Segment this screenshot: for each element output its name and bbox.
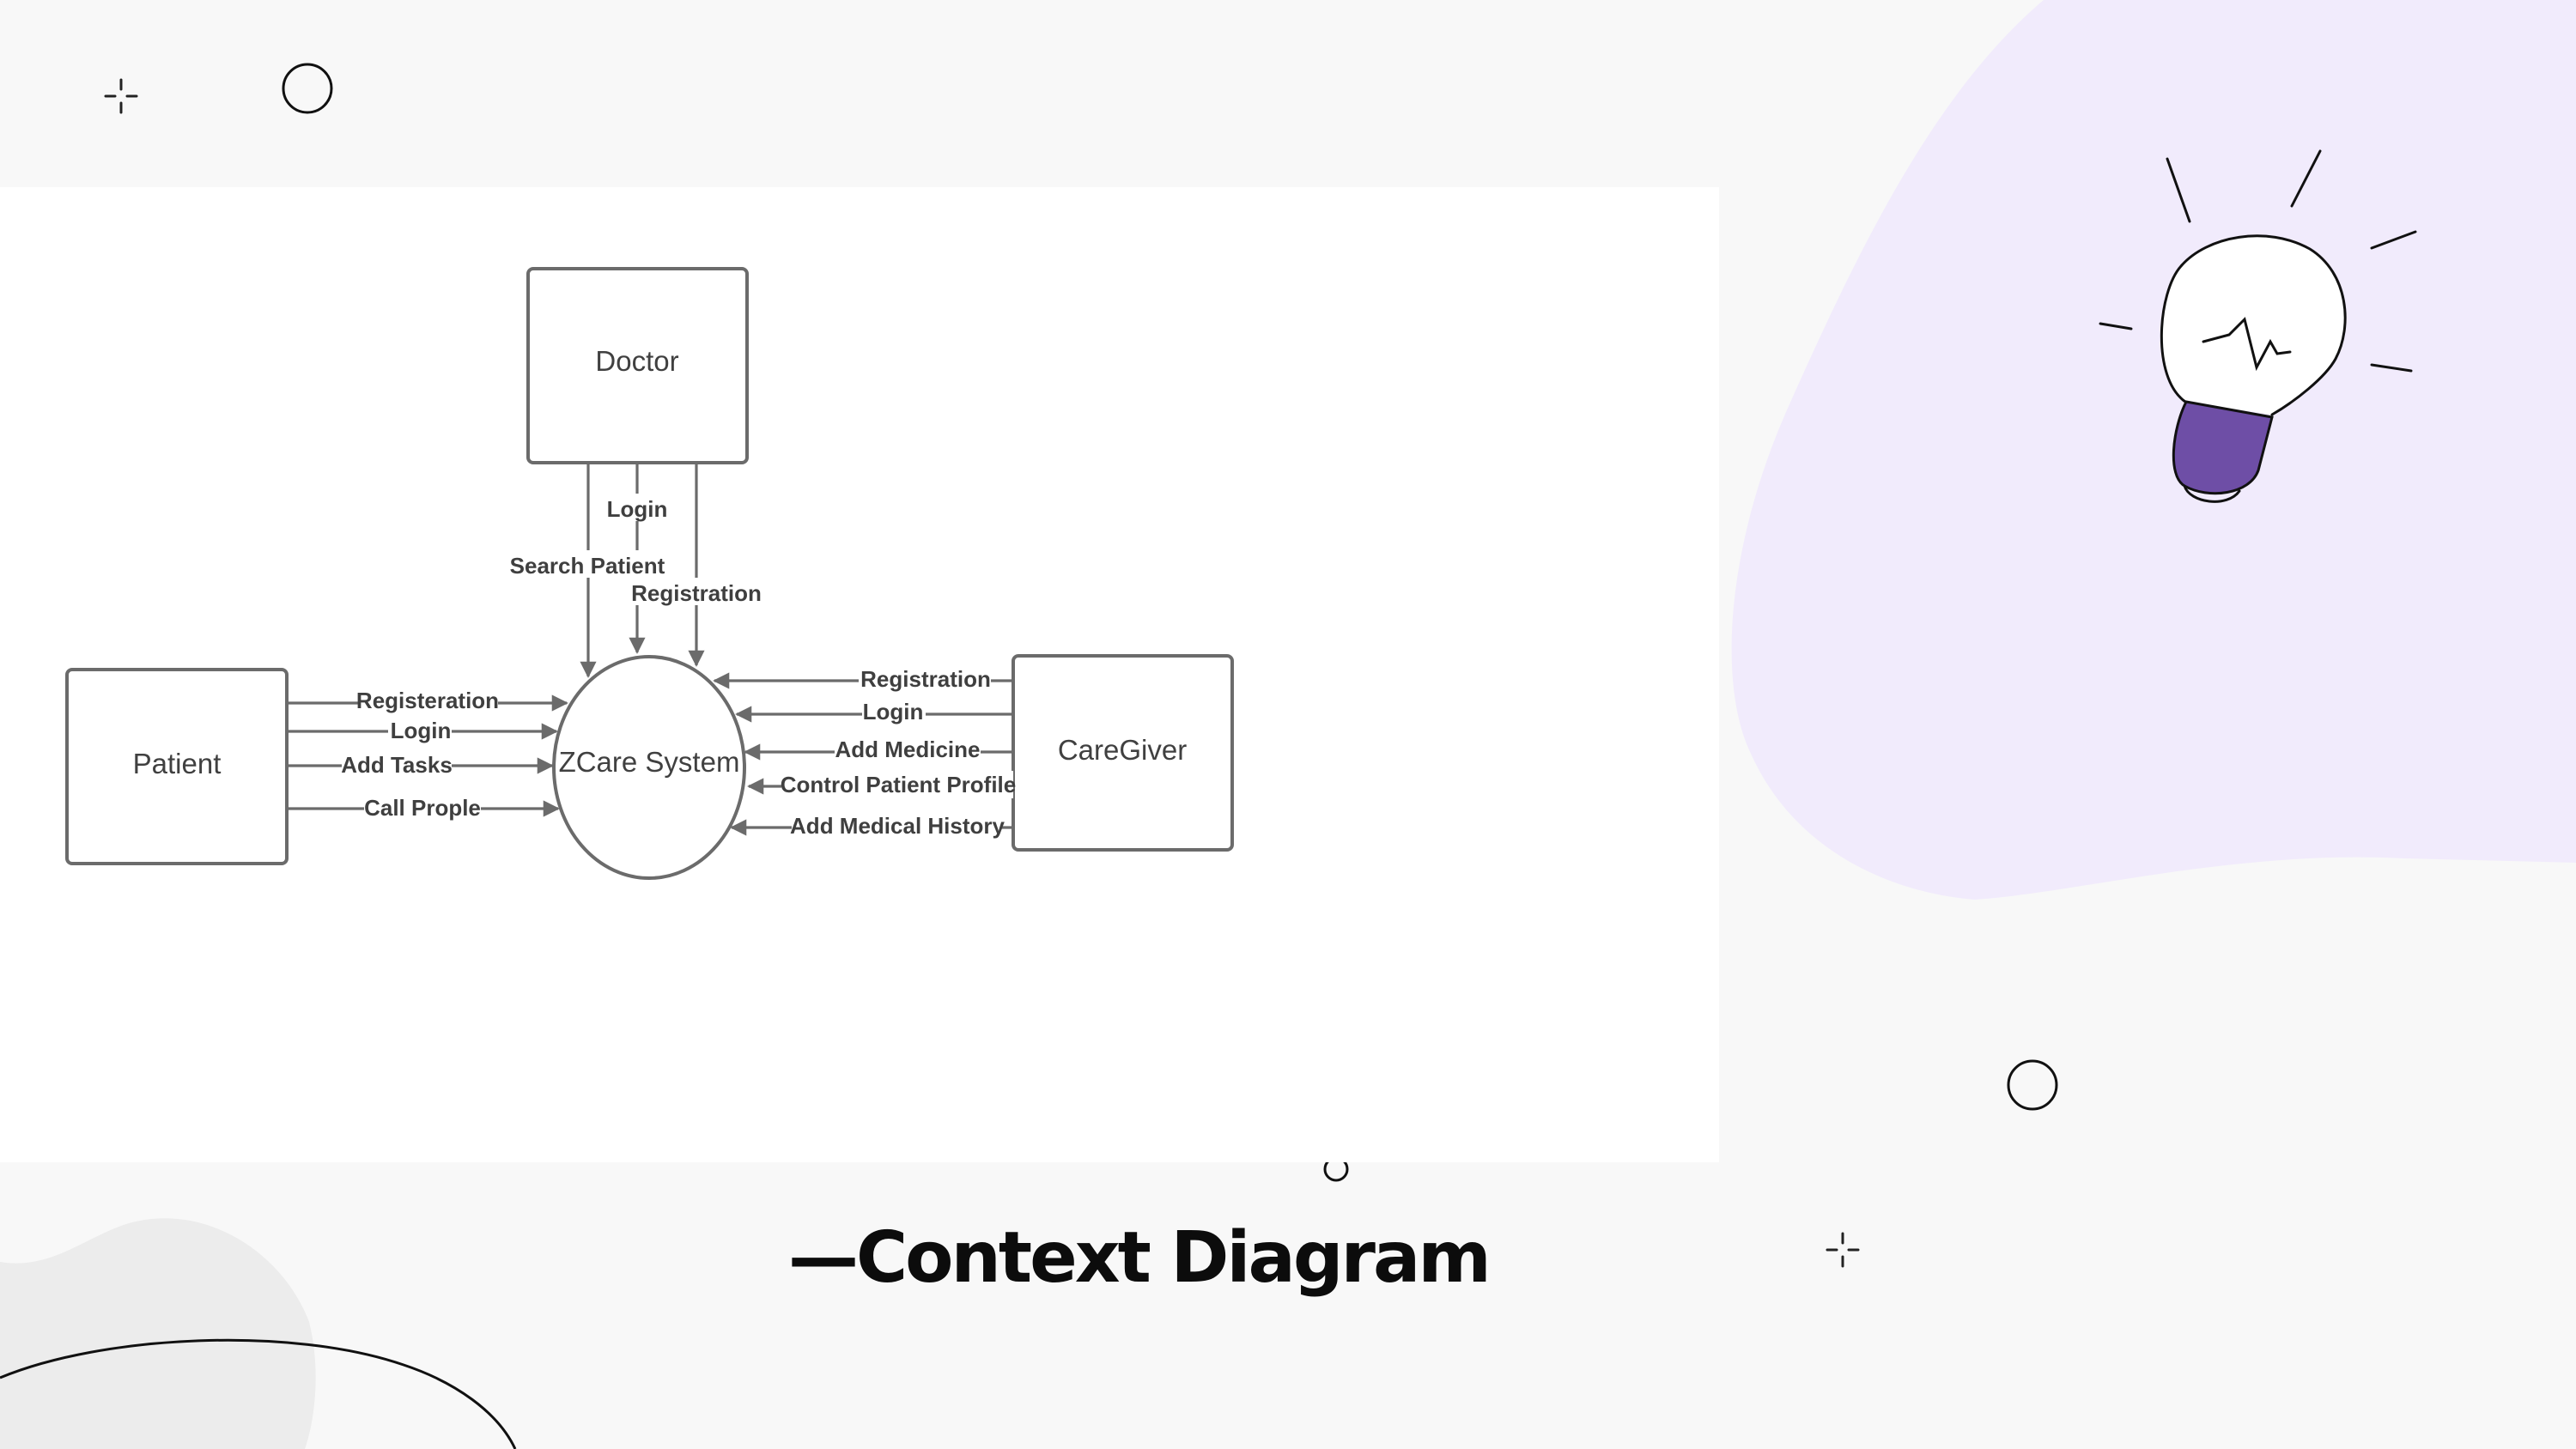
diagram-panel: Doctor Patient CareGiver ZCare System Lo… [0, 187, 1719, 1162]
caregiver-flow-label: Login [863, 699, 924, 724]
lightbulb-icon [2099, 149, 2417, 503]
doctor-entity [526, 267, 749, 464]
slide-title: —Context Diagram [788, 1217, 1492, 1299]
caregiver-flow-label: Add Medicine [835, 737, 980, 762]
lavender-blob [1731, 0, 2576, 900]
sparkle-icon [104, 78, 138, 114]
patient-flow-label: Add Tasks [341, 752, 453, 778]
circle-icon [2007, 1059, 2058, 1111]
doctor-flow-label: Search Patient [510, 553, 665, 579]
patient-flow-label: Call Prople [364, 795, 481, 821]
doctor-label: Doctor [595, 345, 678, 377]
caregiver-label: CareGiver [1058, 734, 1187, 766]
context-diagram: Doctor Patient CareGiver ZCare System Lo… [65, 267, 1234, 880]
curve-line [0, 1338, 517, 1449]
patient-label: Patient [133, 748, 222, 779]
circle-icon [282, 63, 333, 114]
caregiver-flow-label: Control Patient Profile [781, 772, 1016, 797]
doctor-flow-label: Login [607, 496, 668, 522]
caregiver-flow-label: Add Medical History [790, 813, 1005, 839]
grey-blob [0, 1218, 316, 1449]
caregiver-flow-label: Registration [860, 666, 991, 692]
doctor-flow-label: Registration [631, 580, 762, 606]
patient-flow-label: Registeration [356, 688, 499, 713]
sparkle-icon [1826, 1232, 1860, 1268]
zcare-system-process [552, 655, 746, 880]
patient-flow-label: Login [391, 718, 452, 743]
zcare-system-label: ZCare System [559, 746, 740, 778]
